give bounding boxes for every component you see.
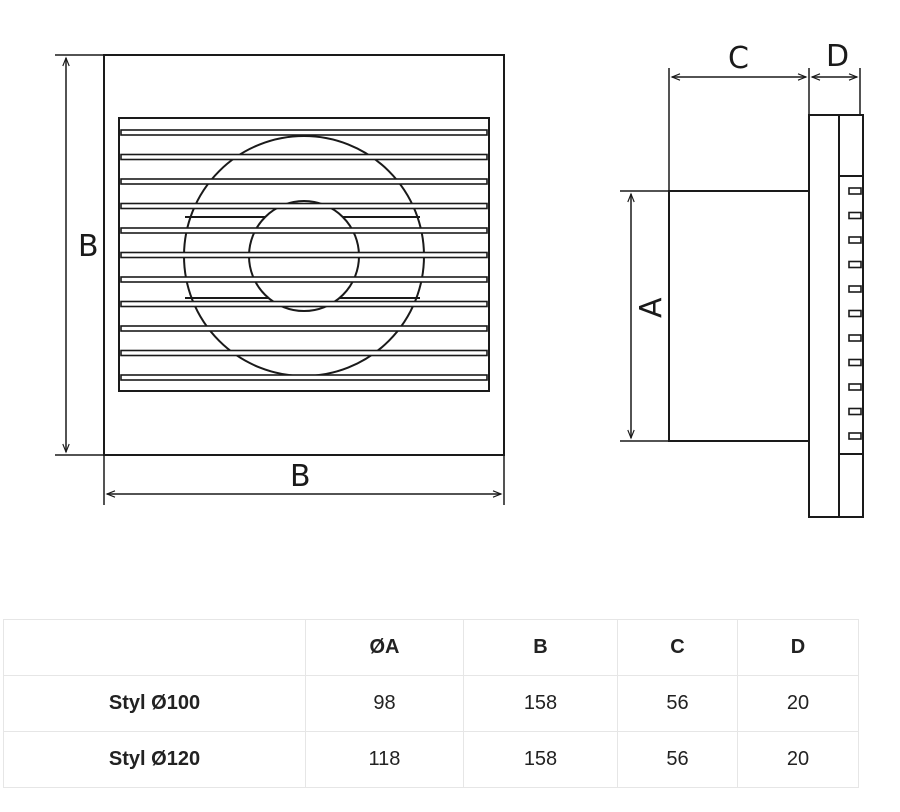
table-header-cell: D — [737, 619, 859, 676]
table-cell: 98 — [305, 675, 464, 732]
louver-slat — [120, 251, 488, 259]
table-header-cell: C — [617, 619, 738, 676]
louver-slat — [120, 349, 488, 357]
front-dimensions — [55, 54, 505, 505]
grille-border — [118, 117, 490, 392]
technical-drawing: B B A C D — [55, 39, 864, 518]
side-louver-tooth — [848, 285, 862, 293]
dimensions-table: ØA B C D Styl Ø100 98 158 56 20 Styl Ø12… — [3, 619, 859, 788]
table-cell: 56 — [617, 675, 738, 732]
table-header-cell: ØA — [305, 619, 464, 676]
side-louver-tooth — [848, 383, 862, 391]
table-cell: 56 — [617, 731, 738, 788]
table-row: Styl Ø100 98 158 56 20 — [3, 675, 859, 732]
side-louver-tooth — [848, 309, 862, 318]
table-header-cell — [3, 619, 306, 676]
side-louver-tooth — [848, 334, 862, 342]
side-louver-tooth — [848, 211, 862, 220]
table-cell: 20 — [737, 675, 859, 732]
louver-slat — [120, 129, 488, 136]
front-view — [103, 54, 505, 456]
side-louver-tooth — [848, 407, 862, 416]
louver-slat — [120, 153, 488, 161]
table-cell: 158 — [463, 675, 618, 732]
side-louver-tooth — [848, 432, 862, 440]
table-header-row: ØA B C D — [3, 619, 859, 676]
louver-slat — [120, 325, 488, 332]
front-width-label: B — [290, 459, 311, 494]
louver-slat — [120, 374, 488, 381]
side-louver-tooth — [848, 358, 862, 367]
side-diameter-label: A — [634, 297, 669, 318]
louver-slat — [120, 227, 488, 234]
louver-slat — [120, 276, 488, 283]
front-frame — [103, 54, 505, 456]
side-louver-tooth — [848, 260, 862, 269]
louver-slat — [120, 202, 488, 210]
table-header-cell: B — [463, 619, 618, 676]
side-dimensions — [620, 68, 861, 442]
front-height-label: B — [78, 229, 99, 264]
side-grille-label: D — [826, 39, 849, 74]
duct-body — [668, 190, 810, 442]
model-name-cell: Styl Ø120 — [3, 731, 306, 788]
model-name-cell: Styl Ø100 — [3, 675, 306, 732]
side-louver-tooth — [848, 236, 862, 244]
louver-slat — [120, 178, 488, 185]
louver-slat — [120, 300, 488, 308]
side-view — [668, 114, 864, 518]
side-depth-label: C — [728, 41, 749, 76]
grille-louvers — [120, 129, 488, 381]
side-louver-tooth — [848, 187, 862, 195]
table-cell: 20 — [737, 731, 859, 788]
table-cell: 118 — [305, 731, 464, 788]
side-louvers — [848, 187, 862, 440]
table-cell: 158 — [463, 731, 618, 788]
table-row: Styl Ø120 118 158 56 20 — [3, 731, 859, 788]
